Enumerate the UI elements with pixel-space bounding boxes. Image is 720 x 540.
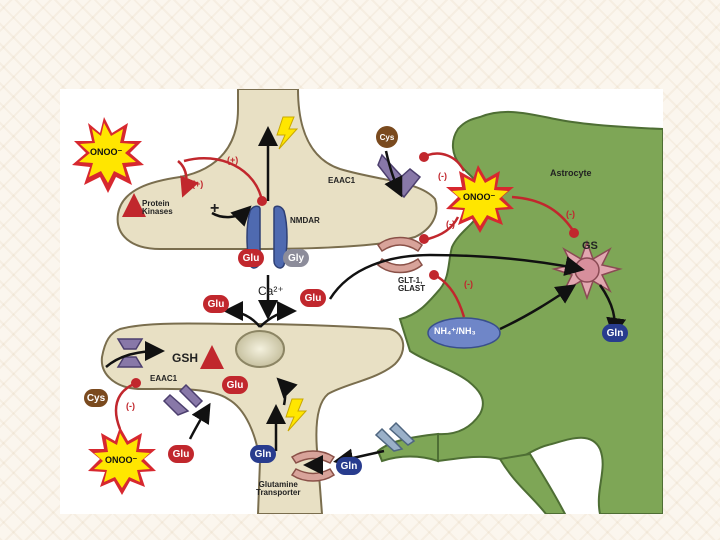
inhibit-nh4-to-glt1 <box>437 275 466 318</box>
calcium-label: Ca²⁺ <box>258 284 284 298</box>
onoo-burst-bottom <box>88 427 156 495</box>
arrow-cys-in-upper <box>384 150 403 198</box>
glu-pill-lower: Glu <box>168 445 194 463</box>
arrow-vesicle-right <box>259 301 297 328</box>
plus-sign: + <box>210 200 220 217</box>
inhibit-label-plus-2: (+) <box>192 179 204 189</box>
inhibit-label-minus-3: (-) <box>566 209 575 219</box>
astrocyte-gln-exporter <box>374 421 416 452</box>
glu-pill-nmdar: Glu <box>238 249 264 267</box>
inhibit-label-minus-2: (-) <box>446 219 455 229</box>
arrow-gln-to-glu <box>276 377 298 406</box>
ammonia-label: NH₄⁺/NH₃ <box>434 326 476 336</box>
inhibit-onoo-to-glt1 <box>427 216 460 241</box>
eaac1-transporter-lower <box>116 338 204 416</box>
eaac1-label-lower: EAAC1 <box>150 374 178 383</box>
gln-pill-transport: Gln <box>336 457 362 475</box>
arrow-kinase <box>211 205 252 227</box>
protein-kinases-text: Protein Kinases <box>142 199 173 217</box>
glutamine-transporter-label: Glutamine Transporter <box>256 480 301 498</box>
inhibit-onoo-to-eaac1 <box>427 152 466 172</box>
inhibit-onoo-to-gs <box>511 195 574 230</box>
glutamine-transporter-text: Glutamine Transporter <box>256 480 301 498</box>
inhibit-label-plus-1: (+) <box>227 155 239 165</box>
presynaptic-terminal <box>116 89 438 250</box>
nmdar-label: NMDAR <box>290 216 320 225</box>
astrocyte-process <box>376 432 439 463</box>
arrow-nh4-to-gs <box>499 284 577 331</box>
onoo-burst-topleft <box>72 117 144 193</box>
glt1-glast-text: GLT-1, GLAST <box>398 276 426 294</box>
gly-pill-nmdar: Gly <box>283 249 309 267</box>
astrocyte-label: Astrocyte <box>550 168 592 178</box>
onoo-label-astro: ONOO⁻ <box>463 192 496 202</box>
gs-label: GS <box>582 240 598 252</box>
cys-pill-lower: Cys <box>84 389 108 407</box>
arrow-glu-in-lower <box>188 402 211 440</box>
lightning-icon <box>285 398 308 432</box>
protein-kinases-label: Protein Kinases <box>142 199 173 217</box>
inhibit-onoo-to-nmdar <box>183 156 264 202</box>
postsynaptic-terminal <box>100 322 405 514</box>
glu-pill-post: Glu <box>222 376 248 394</box>
glt1-transporter <box>377 236 423 274</box>
ammonia-pool <box>427 317 501 349</box>
inhibit-onoo-to-eaac1-lower <box>114 383 133 430</box>
diagram-canvas <box>72 89 663 514</box>
arrow-glu-to-astro <box>328 253 585 300</box>
astrocyte-process <box>498 452 567 514</box>
inhibit-label-minus-1: (-) <box>438 171 447 181</box>
onoo-label-topleft: ONOO⁻ <box>90 147 123 157</box>
glu-pill-cleft-left: Glu <box>203 295 229 313</box>
eaac1-label-upper: EAAC1 <box>328 176 356 185</box>
glt1-glast-label: GLT-1, GLAST <box>398 276 426 294</box>
gln-pill-post: Gln <box>250 445 276 463</box>
gsh-label: GSH <box>172 351 199 365</box>
vesicle <box>235 330 285 368</box>
arrow-cys-in-lower <box>105 341 165 368</box>
glu-pill-cleft-right: Glu <box>300 289 326 307</box>
diagram-figure: ONOO⁻ ONOO⁻ ONOO⁻ (+) (+) (-) (-) (-) (-… <box>60 89 663 514</box>
inhibit-label-minus-5: (-) <box>126 401 135 411</box>
onoo-burst-astro <box>446 165 514 233</box>
cys-pill-upper: Cys <box>376 126 398 148</box>
inhibit-onoo-to-pk <box>177 160 199 198</box>
onoo-label-bottom: ONOO⁻ <box>105 455 138 465</box>
arrow-vesicle-left <box>223 301 261 328</box>
gln-pill-astro: Gln <box>602 324 628 342</box>
lightning-icon <box>276 116 299 150</box>
inhibit-label-minus-4: (-) <box>464 279 473 289</box>
